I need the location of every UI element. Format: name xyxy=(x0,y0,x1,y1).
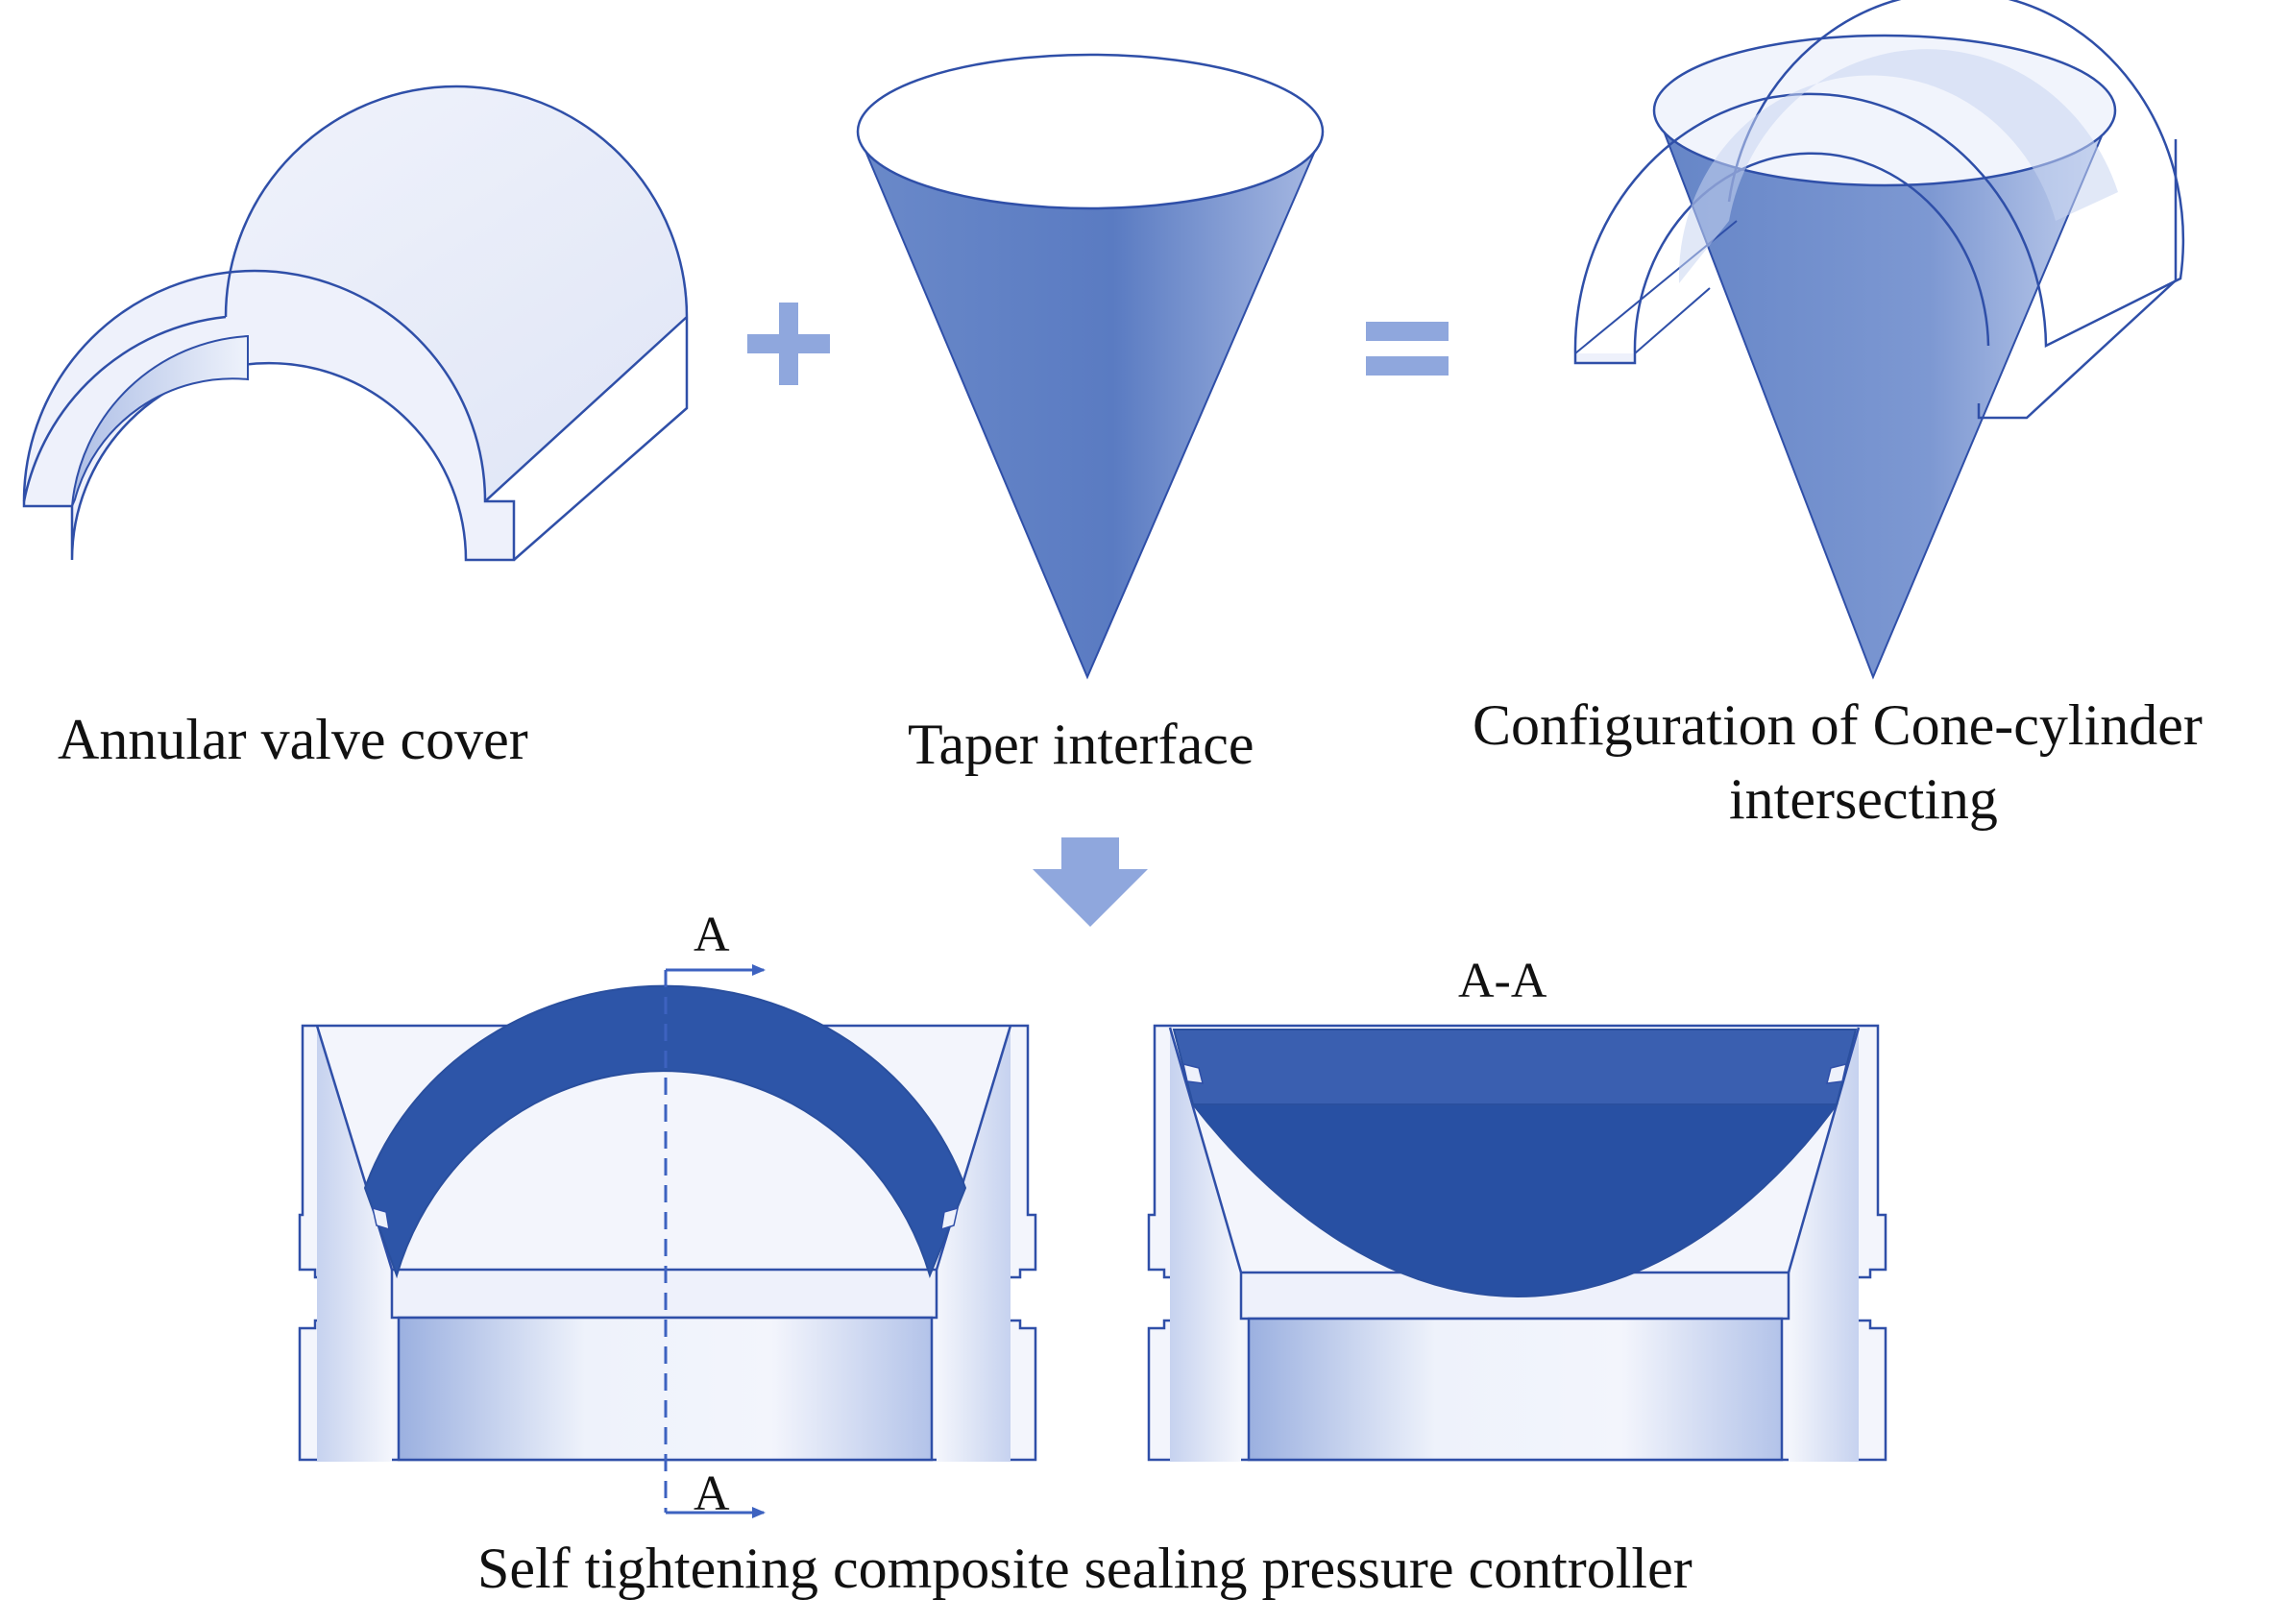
cone-cylinder-configuration-illustration xyxy=(1573,0,2185,680)
front-view-taper-left xyxy=(317,1026,392,1462)
section-mark-bottom: A xyxy=(694,1466,730,1521)
label-annular-valve-cover: Annular valve cover xyxy=(58,708,528,771)
down-arrow-icon xyxy=(1033,837,1148,927)
section-mark-top: A xyxy=(694,908,730,962)
section-view-bore xyxy=(1247,1317,1784,1462)
pressure-controller-section-view xyxy=(1147,1024,1887,1462)
front-view-taper-right xyxy=(937,1026,1011,1462)
taper-interface-illustration xyxy=(856,53,1325,680)
section-view-title: A-A xyxy=(1458,954,1547,1008)
plus-operator xyxy=(747,303,830,385)
arch-outline xyxy=(22,85,689,561)
arch-inner-bore xyxy=(71,334,249,507)
cone-body xyxy=(861,143,1320,680)
label-configuration-line2: intersecting xyxy=(1729,767,1998,831)
label-taper-interface: Taper interface xyxy=(908,713,1254,776)
intersect-ring-front-left xyxy=(1573,353,1637,365)
section-view-taper-right xyxy=(1789,1028,1859,1462)
section-view-seal-bowl xyxy=(1190,1103,1839,1298)
intersect-ring-inner xyxy=(1633,152,1990,354)
section-view-taper-left xyxy=(1170,1028,1241,1462)
cone-top-ellipse xyxy=(856,53,1325,210)
section-view-seal-band xyxy=(1172,1029,1858,1105)
front-view-seal-arch xyxy=(363,984,967,1279)
pressure-controller-front-view xyxy=(298,964,1037,1518)
intersect-ring-band xyxy=(1678,49,2118,284)
annular-valve-cover-illustration xyxy=(22,85,689,562)
intersect-ring-outer xyxy=(1573,0,2185,354)
equals-operator xyxy=(1366,322,1449,376)
assembly-caption: Self tightening composite sealing pressu… xyxy=(477,1537,1692,1600)
intersect-ring-front-right xyxy=(1977,139,2178,420)
label-configuration-line1: Configuration of Cone-cylinder xyxy=(1473,693,2203,757)
